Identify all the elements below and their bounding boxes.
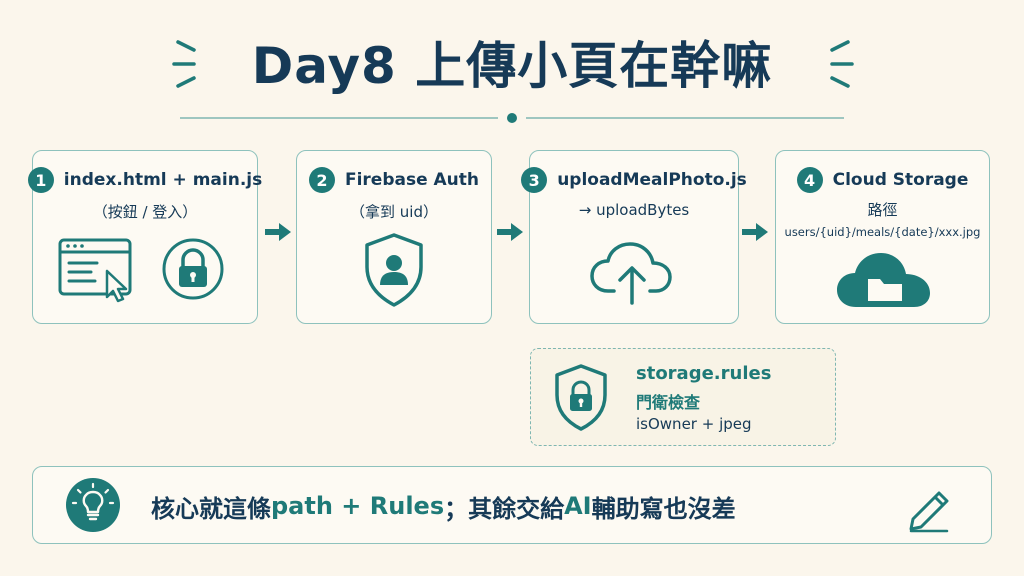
storage-path: users/{uid}/meals/{date}/xxx.jpg xyxy=(784,225,981,239)
step-card-2: 2 Firebase Auth （拿到 uid） xyxy=(296,150,492,324)
step-number: 1 xyxy=(27,167,54,193)
step-subtitle: （拿到 uid） xyxy=(350,203,438,221)
step-subtitle: → uploadBytes xyxy=(578,201,690,219)
rules-note: isOwner + jpeg xyxy=(636,415,752,433)
banner-text-part5: 輔助寫也沒差 xyxy=(591,494,736,523)
shield-lock-icon xyxy=(555,364,607,431)
step-card-4: 4 Cloud Storage 路徑 users/{uid}/meals/{da… xyxy=(775,150,990,324)
flow-arrow-2 xyxy=(497,223,523,241)
step-subtitle: （按鈕 / 登入） xyxy=(92,203,198,221)
cursor-icon xyxy=(105,269,128,303)
flow-arrow-1 xyxy=(265,223,291,241)
step-number: 2 xyxy=(308,167,335,193)
step-card-1: 1 index.html + main.js （按鈕 / 登入） xyxy=(27,150,262,324)
step-title: uploadMealPhoto.js xyxy=(557,170,747,190)
step-subtitle: 路徑 xyxy=(867,201,898,219)
banner-text-part3: ；其餘交給 xyxy=(444,494,565,523)
cloud-folder-icon xyxy=(837,253,930,307)
step-title: index.html + main.js xyxy=(63,170,263,190)
step-title: Cloud Storage xyxy=(832,170,969,190)
rules-subtitle: 門衛檢查 xyxy=(636,393,701,412)
browser-window-icon xyxy=(58,238,132,303)
title-divider xyxy=(180,113,844,123)
lock-icon xyxy=(162,238,224,300)
banner-text: 核心就這條 path + Rules ；其餘交給 AI 輔助寫也沒差 xyxy=(151,467,736,545)
left-burst-icon xyxy=(172,40,196,88)
pencil-icon xyxy=(909,491,949,533)
summary-banner: 核心就這條 path + Rules ；其餘交給 AI 輔助寫也沒差 xyxy=(32,466,992,544)
storage-rules-box: storage.rules 門衛檢查 isOwner + jpeg xyxy=(530,348,836,446)
page-title: Day8 上傳小頁在幹嘛 xyxy=(251,37,773,95)
banner-text-part4: AI xyxy=(564,492,592,520)
cloud-upload-icon xyxy=(590,242,672,305)
right-burst-icon xyxy=(830,40,854,88)
step-number: 3 xyxy=(521,167,548,193)
banner-text-part1: 核心就這條 xyxy=(151,494,271,523)
flow-arrow-3 xyxy=(742,223,768,241)
rules-title: storage.rules xyxy=(636,363,772,384)
step-card-3: 3 uploadMealPhoto.js → uploadBytes xyxy=(521,150,747,324)
step-number: 4 xyxy=(796,167,823,193)
banner-text-part2: path + Rules xyxy=(271,492,445,520)
lightbulb-icon xyxy=(66,478,120,532)
step-title: Firebase Auth xyxy=(344,170,480,190)
shield-user-icon xyxy=(365,233,423,307)
